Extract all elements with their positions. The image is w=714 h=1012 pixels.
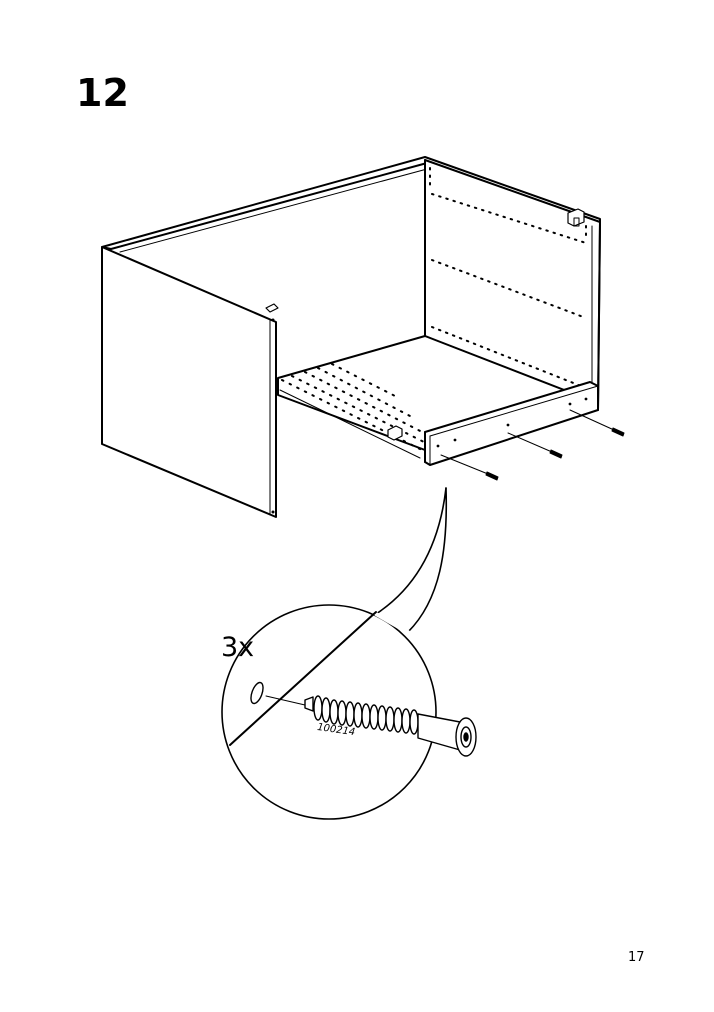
back-panel xyxy=(424,159,601,413)
detail-callout-leader xyxy=(375,487,448,633)
step-number: 12 xyxy=(76,71,129,115)
page-number: 17 xyxy=(628,950,645,965)
front-rail xyxy=(424,381,599,466)
left-side-panel xyxy=(101,246,279,518)
quantity-label: 3x xyxy=(221,632,255,663)
dowel-screws xyxy=(440,409,625,481)
dowel-illustration xyxy=(304,695,477,757)
